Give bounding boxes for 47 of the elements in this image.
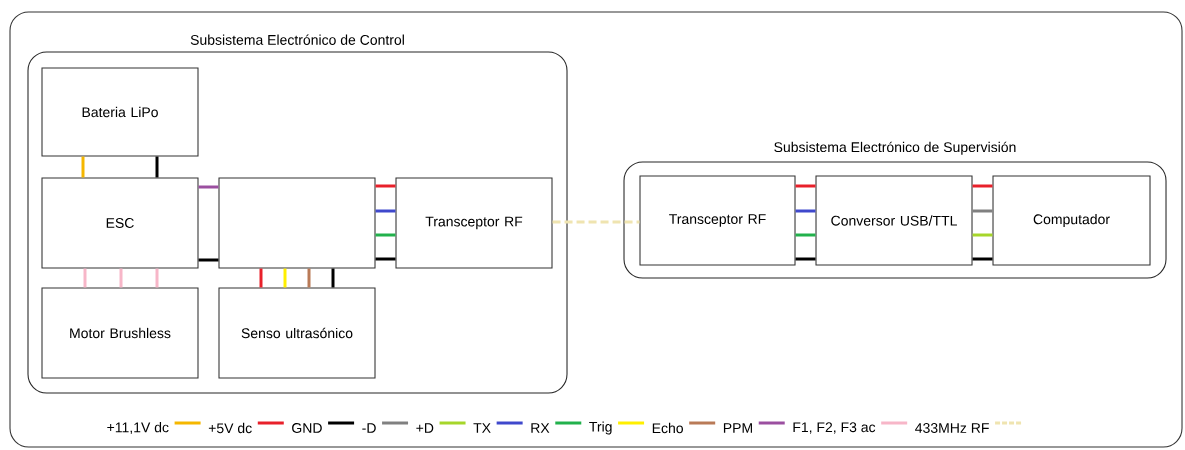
legend-label: F1, F2, F3 ac — [793, 422, 876, 434]
wire — [198, 185, 219, 189]
node-label: Subsistema Electrónico de Control — [190, 34, 404, 45]
component-box: Senso ultrasónico — [218, 287, 376, 379]
wire — [795, 184, 816, 188]
wire — [259, 268, 263, 288]
component-box: Bateria LiPo — [41, 67, 199, 157]
component-box — [218, 177, 376, 269]
wire — [155, 268, 159, 288]
component-box: Transceptor RF — [639, 175, 796, 266]
component-box: Transceptor RF — [395, 177, 553, 269]
wire — [972, 184, 993, 188]
wire — [972, 257, 993, 261]
legend-label: GND — [292, 423, 322, 433]
legend-label: +11,1V dc — [107, 422, 169, 434]
wire — [972, 209, 993, 213]
wire — [155, 156, 159, 178]
wire — [795, 257, 816, 261]
wire — [283, 268, 287, 288]
wire — [81, 156, 85, 178]
component-box: ESC — [41, 177, 199, 269]
wire — [375, 257, 396, 261]
legend-label: 433MHz RF — [915, 423, 989, 433]
wire — [198, 258, 219, 262]
legend-label: -D — [362, 423, 376, 433]
wire — [307, 268, 311, 288]
wire — [972, 233, 993, 237]
wire — [375, 233, 396, 237]
wire — [331, 268, 335, 288]
legend-label: +D — [416, 423, 434, 433]
wireless-link — [552, 220, 640, 224]
wire — [83, 268, 87, 288]
component-box: Computador — [992, 175, 1151, 266]
legend-label: PPM — [723, 423, 752, 433]
wire — [119, 268, 123, 288]
legend-label: TX — [473, 423, 491, 433]
legend-label: RX — [531, 423, 550, 433]
legend-label: Trig — [589, 421, 612, 435]
wire — [795, 209, 816, 213]
legend-label: Echo — [652, 422, 683, 434]
node-label: Subsistema Electrónico de Supervisión — [774, 141, 1016, 155]
component-box: Motor Brushless — [41, 287, 199, 379]
component-box: Conversor USB/TTL — [815, 175, 973, 266]
wire — [375, 209, 396, 213]
legend-label: +5V dc — [208, 422, 252, 434]
wire — [795, 233, 816, 237]
wire — [375, 184, 396, 188]
